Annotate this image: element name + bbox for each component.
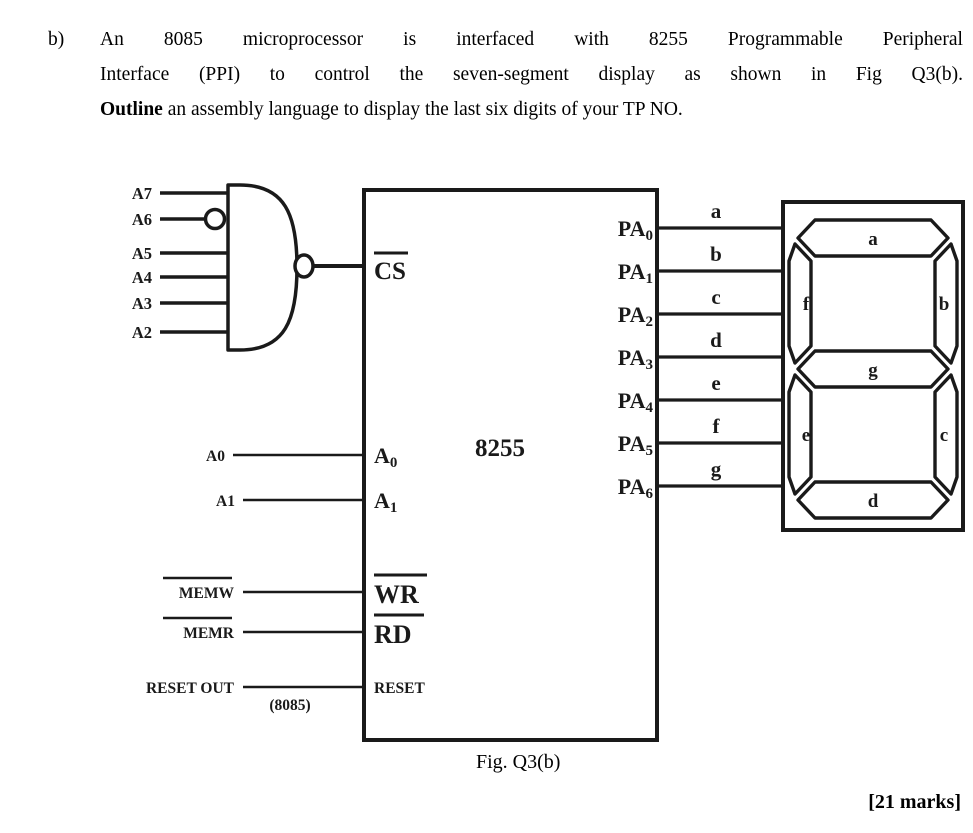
figure-caption: Fig. Q3(b) — [476, 751, 561, 773]
pin-a1-label: A1 — [374, 488, 397, 516]
pin-reset-label: RESET — [374, 680, 425, 697]
chip-left-pin-labels: A0 A1 WR RD RESET — [374, 443, 427, 697]
marks-label: [21 marks] — [868, 791, 961, 813]
pin-pa2-label: PA2 — [618, 302, 653, 330]
segment-a-shape — [796, 218, 950, 258]
pin-cs: CS — [374, 251, 408, 285]
pin-pa3-label: PA3 — [618, 345, 653, 373]
segment-wires — [657, 226, 783, 488]
question-keyword: Outline — [100, 99, 163, 120]
wire-label-c: c — [711, 285, 720, 309]
pin-pa0-label: PA0 — [618, 216, 653, 244]
segment-g-shape — [796, 349, 950, 389]
segment-f-label: f — [803, 294, 810, 315]
wire-label-b: b — [710, 242, 722, 266]
label-a3: A3 — [132, 294, 152, 313]
nand-output-bubble-icon — [293, 253, 315, 279]
external-signal-labels: A0 A1 MEMW MEMR RESET OUT (8085) — [146, 448, 311, 714]
segment-g-label: g — [868, 360, 878, 381]
wire-label-a: a — [711, 199, 722, 223]
label-a0-external: A0 — [206, 448, 225, 465]
label-memr-external-group: MEMR — [163, 616, 235, 642]
label-source-8085: (8085) — [269, 697, 310, 714]
label-memw-external: MEMW — [179, 585, 235, 602]
pin-wr-label: WR — [374, 580, 419, 609]
chip-8255-body — [362, 188, 659, 742]
question-label: b) — [48, 29, 65, 50]
label-reset-out-external: RESET OUT — [146, 680, 235, 697]
segment-c-shape — [933, 373, 959, 496]
pin-wr: WR — [374, 573, 427, 609]
nand-input-lines — [160, 191, 228, 334]
label-memr-external: MEMR — [183, 625, 235, 642]
segment-a-label: a — [868, 229, 878, 250]
wire-label-g: g — [711, 457, 722, 481]
label-a7: A7 — [132, 184, 152, 203]
segment-wire-labels: a b c d e f g — [710, 199, 722, 481]
question-line-3: Outline an assembly language to display … — [100, 92, 963, 127]
pin-pa5-label: PA5 — [618, 431, 653, 459]
wire-label-d: d — [710, 328, 722, 352]
label-a1-external: A1 — [216, 493, 235, 510]
nand-gate-body-icon — [226, 183, 299, 352]
segment-b-label: b — [939, 294, 950, 315]
pin-pa6-label: PA6 — [618, 474, 654, 502]
segment-d-label: d — [868, 491, 879, 512]
segment-f-shape — [787, 242, 813, 365]
segment-e-label: e — [802, 425, 810, 446]
pin-pa4-label: PA4 — [618, 388, 654, 416]
label-a4: A4 — [132, 268, 152, 287]
pin-rd-label: RD — [374, 620, 412, 649]
label-memw-external-group: MEMW — [163, 576, 235, 602]
external-wires — [233, 453, 364, 689]
label-a2: A2 — [132, 323, 152, 342]
segment-e-shape — [787, 373, 813, 496]
segment-c-label: c — [940, 425, 948, 446]
label-a6: A6 — [132, 210, 152, 229]
pin-a0-label: A0 — [374, 443, 397, 471]
nand-input-labels: A7 A6 A5 A4 A3 A2 — [132, 184, 152, 342]
label-a5: A5 — [132, 244, 152, 263]
circuit-diagram: A7 A6 A5 A4 A3 A2 8255 CS — [0, 160, 973, 760]
wire-label-f: f — [713, 414, 721, 438]
chip-8255-label: 8255 — [475, 435, 525, 462]
port-a-pin-labels: PA0 PA1 PA2 PA3 PA4 PA5 PA6 — [618, 216, 654, 502]
inverter-bubble-a6-icon — [203, 207, 227, 231]
wire-label-e: e — [711, 371, 720, 395]
pin-pa1-label: PA1 — [618, 259, 653, 287]
seven-segment-display: a f b g e c d — [781, 200, 965, 532]
segment-b-shape — [933, 242, 959, 365]
pin-rd: RD — [374, 613, 424, 649]
segment-d-shape — [796, 480, 950, 520]
question-line-3-rest: an assembly language to display the last… — [162, 99, 683, 120]
pin-cs-label: CS — [374, 258, 406, 285]
